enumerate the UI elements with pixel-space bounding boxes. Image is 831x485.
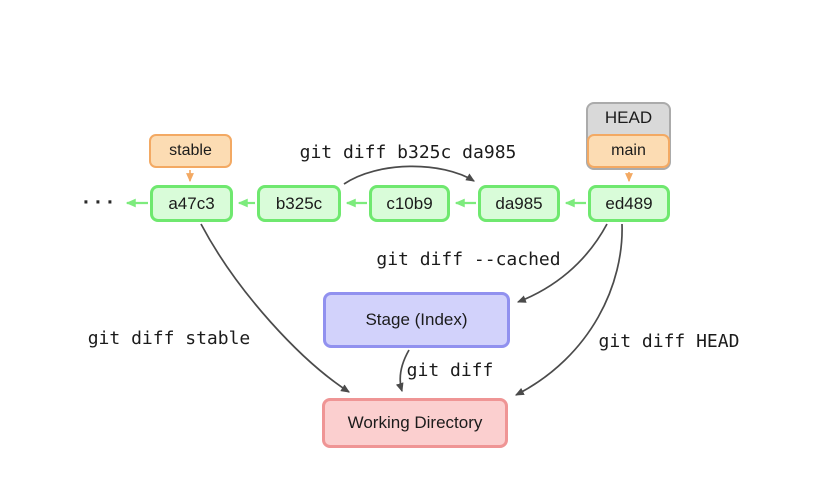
arrow-diff-plain bbox=[395, 349, 410, 393]
commit-b325c: b325c bbox=[257, 185, 341, 222]
stage-box: Stage (Index) bbox=[323, 292, 510, 348]
label-git-diff-range: git diff b325c da985 bbox=[299, 142, 517, 163]
label-git-diff-stable: git diff stable bbox=[87, 328, 251, 349]
commit-a47c3: a47c3 bbox=[150, 185, 233, 222]
arrow-diff-cached bbox=[516, 223, 608, 303]
label-git-diff: git diff bbox=[406, 360, 494, 381]
commit-c10b9: c10b9 bbox=[369, 185, 450, 222]
history-ellipsis: ··· bbox=[83, 191, 119, 214]
working-directory-box: Working Directory bbox=[322, 398, 508, 448]
head-label: HEAD bbox=[604, 108, 653, 127]
branch-main: main bbox=[587, 134, 670, 168]
commit-da985: da985 bbox=[478, 185, 560, 222]
label-git-diff-cached: git diff --cached bbox=[376, 249, 561, 270]
label-git-diff-head: git diff HEAD bbox=[598, 331, 740, 352]
arrow-diff-stable bbox=[200, 223, 350, 393]
arrow-diff-head bbox=[514, 223, 623, 396]
branch-stable: stable bbox=[149, 134, 232, 168]
arrow-diff-range bbox=[343, 165, 475, 185]
commit-ed489: ed489 bbox=[588, 185, 670, 222]
